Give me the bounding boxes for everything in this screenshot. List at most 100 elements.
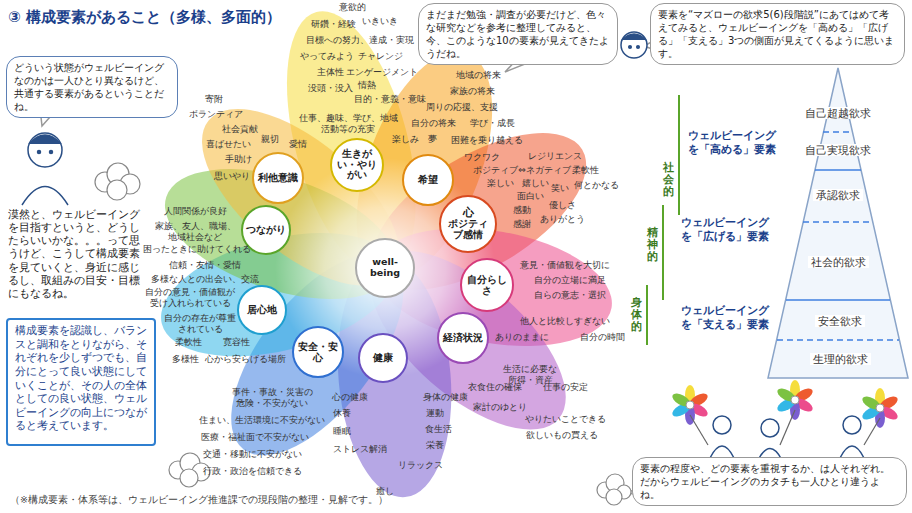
element-word: 心から安らげる場所 [205, 354, 286, 365]
element-word: 情熱 [358, 80, 376, 91]
title: ③ 構成要素があること（多様、多面的） [8, 8, 281, 27]
element-word: 家計のゆとり [473, 402, 527, 413]
cloud-character-part [180, 469, 198, 487]
element-word: ウェルビーイングを「広げる」要素 [677, 216, 773, 244]
element-word: チャレンジ [358, 51, 403, 62]
element-word: 住まい、生活環境に不安がない [199, 415, 325, 426]
element-circle: 自分らしさ [460, 258, 514, 312]
element-word: 社会貢献 [222, 124, 258, 135]
aspect-label: 身体的 [631, 297, 642, 333]
element-word: 楽しみ [392, 134, 419, 145]
element-word: 没頭・没入 [308, 83, 353, 94]
note-text: 漠然と、ウェルビーイングを目指すというと、どうしたらいいかな。。。って思うけど、… [8, 208, 143, 300]
element-word: 休養 [333, 408, 351, 419]
element-word: 寛容性 [223, 337, 250, 348]
element-word: いきいき [362, 16, 398, 27]
node-text: 承認欲求 [816, 189, 860, 202]
element-word: 多様な人との出会い、交流 [151, 274, 259, 285]
element-word: ストレス解消 [333, 444, 387, 455]
element-word: 研鑽・経験 [311, 19, 356, 30]
speech-bubble: 要素を“マズローの欲求5(6)段階説”にあてはめて考えてみると、ウェルビーイング… [650, 3, 905, 65]
element-word: 心の健康 [332, 392, 368, 403]
element-word: 他人と比較しすぎない [520, 316, 610, 327]
person-figure-part [38, 151, 41, 154]
element-word: 睡眠 [333, 426, 351, 437]
element-word: やってみよう [300, 51, 354, 62]
element-word: ワクワク [464, 152, 500, 163]
element-word: 楽しい [487, 178, 514, 189]
element-word: 多様性 [172, 354, 199, 365]
element-circle: 希望 [402, 154, 454, 206]
people-with-pinwheels-part-part [690, 415, 708, 445]
node-text: どういう状態がウェルビーイングなのかは一人ひとり異なるけど、共通する要素があると… [14, 61, 170, 113]
people-with-pinwheels-part [690, 410, 880, 445]
element-word: レジリエンス [528, 151, 582, 162]
element-word: 意欲的 [339, 2, 366, 13]
element-word: 自分の存在が尊重されている [164, 313, 236, 336]
person-figure-part [28, 133, 62, 167]
aspect-label: 精神的 [647, 227, 658, 263]
node-text: 経済状況 [443, 332, 483, 344]
aspect-lines [647, 95, 679, 345]
speech-bubble: どういう状態がウェルビーイングなのかは一人ひとり異なるけど、共通する要素があると… [6, 56, 178, 118]
element-circle: 健康 [358, 333, 408, 383]
node-text: 自己超越欲求 [805, 107, 871, 120]
person-figure-part [621, 32, 647, 58]
element-circle: 居心地 [237, 285, 287, 335]
maslow-pyramid-part [803, 221, 873, 223]
people-with-pinwheels-part-part [864, 418, 880, 445]
people-with-pinwheels-part [860, 388, 900, 428]
node-text: 要素の程度や、どの要素を重視するか、は人それぞれ。だからウェルビーイングのカタチ… [640, 462, 899, 501]
person-figure-part [629, 46, 632, 49]
node-text: 居心地 [247, 304, 277, 316]
pyramid-band: 安全欲求 [815, 315, 865, 328]
node-text: 生理的欲求 [813, 353, 868, 366]
speech-bubble: 要素の程度や、どの要素を重視するか、は人それぞれ。だからウェルビーイングのカタチ… [632, 457, 907, 506]
element-word: 仕事の安定 [543, 382, 588, 393]
element-word: 学び・成長 [470, 118, 515, 129]
element-word: エンゲージメント [346, 67, 418, 78]
person-figure-part [50, 151, 53, 154]
element-word: 運動 [426, 408, 444, 419]
pyramid-band: 生理的欲求 [810, 353, 871, 366]
element-circle: 生きがい・やりがい [330, 138, 384, 192]
element-word: 主体性 [317, 67, 344, 78]
element-word: 感謝 [513, 219, 531, 230]
node-text: 心 [463, 207, 474, 220]
node-text: 要素を“マズローの欲求5(6)段階説”にあてはめて考えてみると、ウェルビーイング… [658, 8, 897, 60]
element-word: 食生活 [425, 424, 452, 435]
aspect-lines-part [678, 95, 680, 215]
element-word: 自分の立場に満足 [534, 275, 606, 286]
node-text: 生きがい・やりがい [335, 149, 379, 182]
element-word: 交通・移動に不安がない [203, 449, 302, 460]
element-word: 家族の将来 [450, 86, 495, 97]
element-word: ウェルビーイングを「支える」要素 [677, 304, 773, 332]
element-word: 事件・事故・災害の危険・不安がない [230, 387, 315, 410]
element-word: 自分の時間 [580, 332, 625, 343]
people-with-pinwheels-part [775, 380, 815, 420]
people-with-pinwheels-part-part [761, 419, 779, 437]
people-with-pinwheels-part-part [843, 416, 861, 434]
element-word: 目標への努力、達成・実現 [306, 35, 414, 46]
person-figure-part [29, 135, 61, 144]
element-word: 思いやり [214, 171, 250, 182]
element-word: ボランティア [189, 109, 243, 120]
element-word: 感動 [513, 205, 531, 216]
element-word: 柔軟性 [175, 337, 202, 348]
element-word: 意見・価値観を大切に [520, 260, 610, 271]
people-with-pinwheels [670, 380, 900, 460]
node-text: つながり [246, 224, 286, 236]
node-text: 安全欲求 [818, 315, 862, 328]
person-figure-part [637, 46, 640, 49]
note-text: （※構成要素・体系等は、ウェルビーイング推進課での現段階の整理・見解です。） [10, 494, 388, 506]
maslow-pyramid [768, 68, 908, 378]
element-circle: 経済状況 [437, 312, 489, 364]
node-text: 自己実現欲求 [805, 144, 871, 157]
element-word: 身体の健康 [423, 392, 468, 403]
element-word: 嬉しい [522, 178, 549, 189]
cloud-character-part [107, 180, 127, 200]
element-word: やりたいことできる [525, 414, 606, 425]
person-figure-part [22, 187, 68, 206]
element-word: 家族、友人、職場、地域社会など [154, 221, 236, 244]
element-word: 人間関係が良好 [164, 206, 227, 217]
